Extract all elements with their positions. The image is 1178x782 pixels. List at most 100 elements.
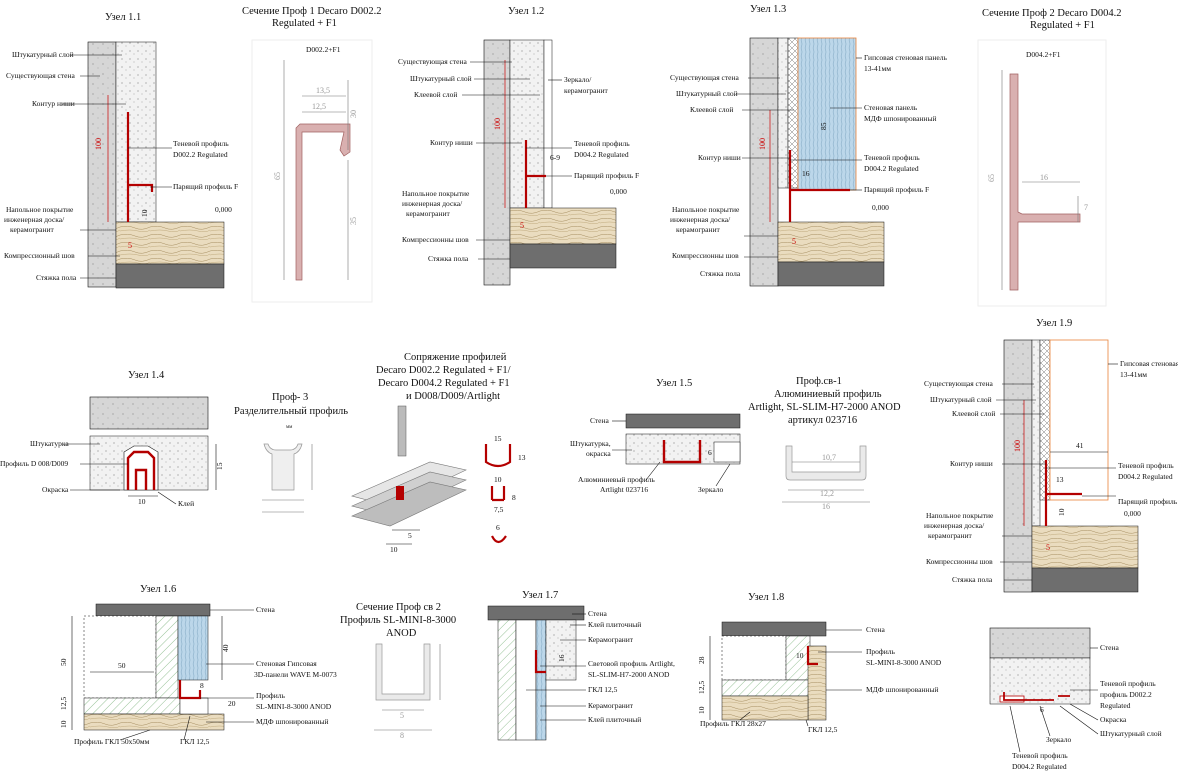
svg-text:Штукатурный слой: Штукатурный слой bbox=[410, 74, 472, 83]
separator-profile bbox=[263, 443, 303, 491]
svg-text:13: 13 bbox=[1056, 475, 1064, 484]
svg-text:мм: мм bbox=[286, 425, 293, 430]
profile-d002-section bbox=[295, 123, 351, 281]
svg-text:Контур ниши: Контур ниши bbox=[32, 99, 75, 108]
node-1-9: Узел 1.9 41 100 13 10 0,000 5 Гипсовая с… bbox=[924, 318, 1178, 593]
svg-text:10: 10 bbox=[390, 545, 398, 554]
svg-text:Профиль: Профиль bbox=[866, 647, 896, 656]
svg-text:D004.2 Regulated: D004.2 Regulated bbox=[574, 150, 629, 159]
svg-text:28: 28 bbox=[697, 656, 706, 664]
svg-text:40: 40 bbox=[221, 644, 230, 652]
svg-text:D004.2+F1: D004.2+F1 bbox=[1026, 50, 1061, 59]
svg-text:ГКЛ 12,5: ГКЛ 12,5 bbox=[180, 737, 210, 746]
svg-text:Узел 1.5: Узел 1.5 bbox=[656, 378, 692, 389]
svg-text:10: 10 bbox=[140, 209, 149, 217]
svg-text:D004.2 Regulated: D004.2 Regulated bbox=[1012, 762, 1067, 771]
shadow-profile-d004 bbox=[524, 140, 546, 208]
svg-text:Напольное покрытие: Напольное покрытие bbox=[926, 511, 994, 520]
profile-joint: Сопряжение профилей Decaro D002.2 Regula… bbox=[351, 352, 526, 554]
svg-text:Штукатурка: Штукатурка bbox=[30, 439, 69, 448]
svg-text:SL-SLIM-H7-2000 ANOD: SL-SLIM-H7-2000 ANOD bbox=[588, 670, 670, 679]
shadow-profile-d004-1-9 bbox=[1044, 460, 1082, 526]
svg-text:Узел 1.3: Узел 1.3 bbox=[750, 4, 786, 15]
svg-text:6: 6 bbox=[1040, 705, 1044, 714]
svg-text:100: 100 bbox=[758, 138, 767, 150]
svg-text:30: 30 bbox=[349, 110, 358, 118]
shadow-profile-d002 bbox=[126, 112, 154, 222]
svg-text:12,2: 12,2 bbox=[820, 489, 834, 498]
svg-text:Стяжка пола: Стяжка пола bbox=[36, 273, 77, 282]
svg-text:Узел 1.8: Узел 1.8 bbox=[748, 592, 784, 603]
svg-text:Штукатурный слой: Штукатурный слой bbox=[676, 89, 738, 98]
svg-text:35: 35 bbox=[349, 217, 358, 225]
svg-text:Компрессионны шов: Компрессионны шов bbox=[402, 235, 469, 244]
svg-text:Узел 1.2: Узел 1.2 bbox=[508, 6, 544, 17]
svg-text:профиль D002.2: профиль D002.2 bbox=[1100, 690, 1152, 699]
slim-h7-section bbox=[785, 445, 867, 481]
svg-text:7,5: 7,5 bbox=[494, 505, 504, 514]
svg-text:5: 5 bbox=[400, 711, 404, 720]
svg-text:Существующая стена: Существующая стена bbox=[924, 379, 993, 388]
sl-mini-profile-1-8 bbox=[806, 646, 818, 666]
svg-text:и D008/D009/Artlight: и D008/D009/Artlight bbox=[406, 391, 500, 402]
node-1-1-title: Узел 1.1 bbox=[105, 12, 141, 23]
svg-text:Гипсовая стеновая: Гипсовая стеновая bbox=[1120, 359, 1178, 368]
svg-text:ANOD: ANOD bbox=[386, 628, 417, 639]
shadow-profile-last bbox=[1003, 692, 1070, 701]
svg-text:Клей плиточный: Клей плиточный bbox=[588, 715, 641, 724]
svg-text:МДФ шпонированный: МДФ шпонированный bbox=[866, 685, 939, 694]
svg-text:100: 100 bbox=[493, 118, 502, 130]
svg-text:16: 16 bbox=[822, 502, 830, 511]
svg-text:0,000: 0,000 bbox=[215, 205, 232, 214]
svg-text:Проф- 3: Проф- 3 bbox=[272, 392, 308, 403]
svg-text:15: 15 bbox=[215, 462, 224, 470]
svg-text:Существующая стена: Существующая стена bbox=[398, 57, 467, 66]
svg-text:Керамогранит: Керамогранит bbox=[588, 635, 634, 644]
svg-text:артикул 023716: артикул 023716 bbox=[788, 415, 857, 426]
svg-text:10: 10 bbox=[494, 475, 502, 484]
svg-text:Окраска: Окраска bbox=[42, 485, 69, 494]
svg-text:Профиль ГКЛ 28х27: Профиль ГКЛ 28х27 bbox=[700, 719, 766, 728]
svg-text:Decaro D002.2 Regulated + F1/: Decaro D002.2 Regulated + F1/ bbox=[376, 365, 511, 376]
svg-text:Стяжка пола: Стяжка пола bbox=[428, 254, 469, 263]
svg-text:Штукатурка,: Штукатурка, bbox=[570, 439, 611, 448]
svg-text:Decaro D004.2 Regulated + F1: Decaro D004.2 Regulated + F1 bbox=[378, 378, 510, 389]
svg-text:Стена: Стена bbox=[590, 416, 610, 425]
svg-text:12,5: 12,5 bbox=[59, 697, 68, 710]
svg-text:Штукатурный слой: Штукатурный слой bbox=[930, 395, 992, 404]
svg-text:10: 10 bbox=[1057, 508, 1066, 516]
svg-text:0,000: 0,000 bbox=[1124, 509, 1141, 518]
svg-text:Алюминиевый профиль: Алюминиевый профиль bbox=[774, 389, 882, 400]
svg-text:16: 16 bbox=[557, 654, 566, 662]
svg-text:8: 8 bbox=[400, 731, 404, 740]
d008-section bbox=[484, 444, 512, 468]
svg-text:Стяжка пола: Стяжка пола bbox=[952, 575, 993, 584]
svg-text:10: 10 bbox=[59, 720, 68, 728]
node-1-7: Узел 1.7 16 Стена Клей плиточный Керамог… bbox=[487, 590, 675, 741]
svg-text:12,5: 12,5 bbox=[312, 102, 326, 111]
svg-text:керамогранит: керамогранит bbox=[10, 225, 55, 234]
profile-d004-section bbox=[1009, 73, 1081, 291]
svg-text:Клеевой слой: Клеевой слой bbox=[690, 105, 733, 114]
svg-text:Стеновая Гипсовая: Стеновая Гипсовая bbox=[256, 659, 317, 668]
profile-d008 bbox=[126, 450, 156, 490]
svg-text:13-41мм: 13-41мм bbox=[1120, 370, 1147, 379]
svg-text:Теневой профиль: Теневой профиль bbox=[1012, 751, 1068, 760]
svg-text:Проф.св-1: Проф.св-1 bbox=[796, 376, 842, 387]
svg-text:Клей: Клей bbox=[178, 499, 194, 508]
svg-text:Парящий профиль F: Парящий профиль F bbox=[574, 171, 639, 180]
svg-text:3D-панели WAVE М-0073: 3D-панели WAVE М-0073 bbox=[254, 670, 337, 679]
svg-text:65: 65 bbox=[273, 172, 282, 180]
svg-text:инженерная доска/: инженерная доска/ bbox=[670, 215, 731, 224]
svg-text:Профиль ГКЛ 50х50мм: Профиль ГКЛ 50х50мм bbox=[74, 737, 150, 746]
svg-text:0,000: 0,000 bbox=[872, 203, 889, 212]
svg-text:D002.2 Regulated: D002.2 Regulated bbox=[173, 150, 228, 159]
node-1-6: Узел 1.6 50 50 40 8 12,5 20 10 Стена Сте… bbox=[59, 584, 337, 746]
svg-text:Клеевой слой: Клеевой слой bbox=[414, 90, 457, 99]
svg-text:Существующая стена: Существующая стена bbox=[670, 73, 739, 82]
node-1-4: Узел 1.4 15 10 Штукатурка Профиль D 008/… bbox=[0, 370, 224, 508]
svg-text:керамогранит: керамогранит bbox=[676, 225, 721, 234]
svg-text:Теневой профиль: Теневой профиль bbox=[173, 139, 229, 148]
svg-text:Окраска: Окраска bbox=[1100, 715, 1127, 724]
svg-text:0,000: 0,000 bbox=[610, 187, 627, 196]
